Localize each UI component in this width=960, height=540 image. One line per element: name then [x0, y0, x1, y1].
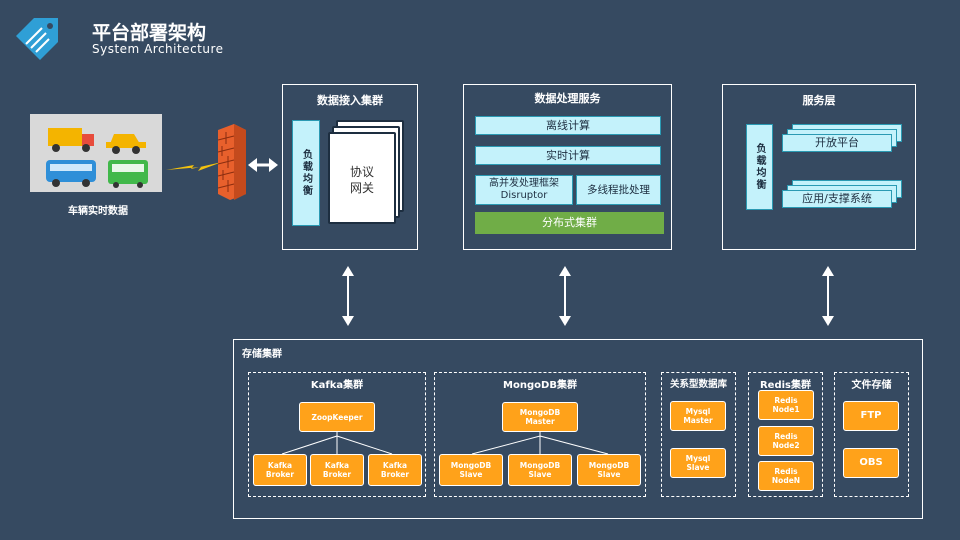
- mongodb-slave-node: MongoDB Slave: [439, 454, 503, 486]
- offline-compute: 离线计算: [475, 116, 661, 135]
- storage-panel: [233, 339, 923, 519]
- vertical-arrow-icon: [820, 266, 836, 326]
- vertical-arrow-icon: [340, 266, 356, 326]
- service-layer-title: 服务层: [802, 94, 836, 107]
- relational-db-cluster: [661, 372, 736, 497]
- access-cluster-title: 数据接入集群: [317, 94, 383, 107]
- access-cluster-panel: [282, 84, 418, 250]
- access-load-balancer: 负载均衡: [292, 120, 320, 226]
- file-storage-title: 文件存储: [851, 380, 892, 391]
- mongodb-cluster: [434, 372, 646, 497]
- redis-title: Redis集群: [759, 380, 812, 391]
- obs-node: OBS: [843, 448, 899, 478]
- gateway-label: 协议网关: [349, 165, 374, 195]
- mongodb-slave-node: MongoDB Slave: [577, 454, 641, 486]
- page-title: 平台部署架构: [92, 22, 207, 44]
- service-load-balancer: 负载均衡: [746, 124, 773, 210]
- kafka-connectors: [281, 432, 393, 455]
- kafka-broker-node: Kafka Broker: [368, 454, 422, 486]
- redis-node: Redis Node2: [758, 426, 814, 456]
- bidirectional-arrow-icon: [248, 156, 278, 174]
- page-subtitle: System Architecture: [92, 42, 224, 56]
- lightning-icon: [164, 156, 224, 178]
- redis-cluster: [748, 372, 823, 497]
- kafka-title: Kafka集群: [310, 380, 364, 391]
- redis-node: Redis Node1: [758, 390, 814, 420]
- distributed-cluster: 分布式集群: [475, 212, 664, 234]
- open-platform-box: 开放平台: [782, 134, 892, 152]
- mysql-master-node: Mysql Master: [670, 401, 726, 431]
- mysql-slave-node: Mysql Slave: [670, 448, 726, 478]
- tag-logo-icon: [12, 14, 64, 62]
- processing-title: 数据处理服务: [534, 92, 601, 105]
- processing-panel: [463, 84, 672, 250]
- vehicles-label: 车辆实时数据: [68, 206, 128, 217]
- mongodb-connectors: [471, 432, 609, 455]
- disruptor-box: 高并发处理框架Disruptor: [475, 175, 573, 205]
- storage-title: 存储集群: [242, 349, 282, 360]
- kafka-broker-node: Kafka Broker: [253, 454, 307, 486]
- multithread-box: 多线程批处理: [576, 175, 661, 205]
- service-layer-panel: [722, 84, 916, 250]
- file-storage-cluster: [834, 372, 909, 497]
- kafka-cluster: [248, 372, 426, 497]
- ftp-node: FTP: [843, 401, 899, 431]
- firewall-icon: [216, 124, 248, 200]
- mongodb-title: MongoDB集群: [503, 380, 577, 391]
- vehicle-panel: [30, 114, 162, 192]
- mongodb-master-node: MongoDB Master: [502, 402, 578, 432]
- vehicles-icon: [46, 128, 148, 188]
- mongodb-slave-node: MongoDB Slave: [508, 454, 572, 486]
- kafka-broker-node: Kafka Broker: [310, 454, 364, 486]
- redis-node: Redis NodeN: [758, 461, 814, 491]
- realtime-compute: 实时计算: [475, 146, 661, 165]
- zookeeper-node: ZoopKeeper: [299, 402, 375, 432]
- vertical-arrow-icon: [557, 266, 573, 326]
- relational-db-title: 关系型数据库: [669, 379, 727, 390]
- app-support-box: 应用/支撑系统: [782, 190, 892, 208]
- gateway-box: [328, 132, 396, 224]
